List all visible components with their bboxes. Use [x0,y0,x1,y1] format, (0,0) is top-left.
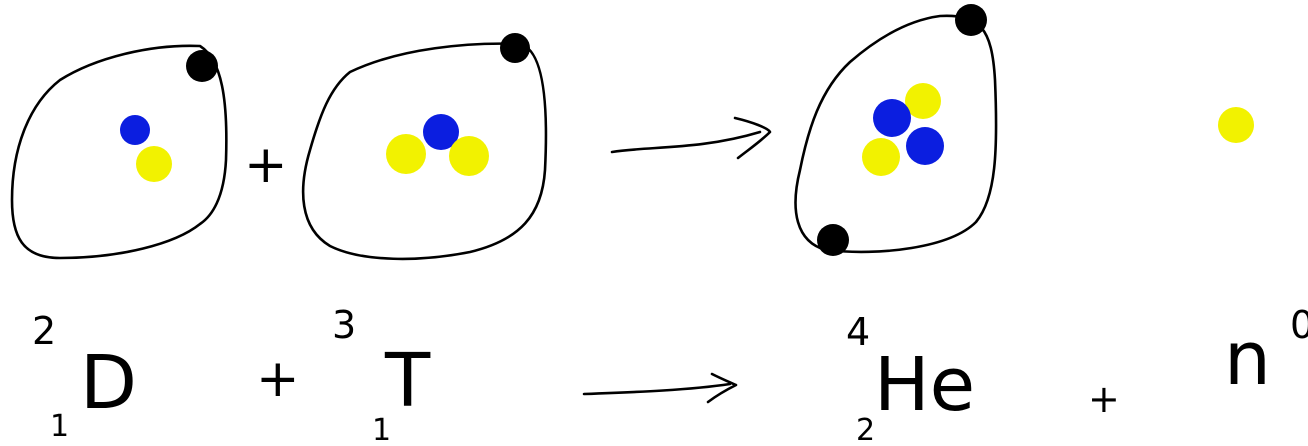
tritium-symbol: T [384,338,431,424]
deuterium-electron [186,50,218,82]
deuterium-proton [120,115,150,145]
deuterium-symbol: D [80,340,137,426]
helium-neutron-bottom [862,138,900,176]
deuterium-mass-number: 2 [32,309,56,353]
deuterium-atom [12,46,226,258]
tritium-neutron-left [386,134,426,174]
helium-mass-number: 4 [846,310,870,354]
tritium-neutron-right [449,136,489,176]
equation-plus-1: + [256,349,300,409]
equation-arrow-shaft [584,384,730,394]
helium-electron-top [955,4,987,36]
helium-proton-top [873,99,911,137]
helium-symbol: He [874,342,975,428]
top-arrow [612,118,770,158]
equation-plus-2: + [1088,377,1120,421]
tritium-electron [500,33,530,63]
helium-atom [796,4,997,256]
helium-electron-bottom [817,224,849,256]
equation-arrow [584,374,736,402]
equation-arrow-head [708,374,736,402]
free-neutron [1218,107,1254,143]
deuterium-neutron [136,146,172,182]
top-plus-sign: + [244,135,288,195]
top-arrow-shaft [612,132,760,152]
equation: 2 1 D + 3 1 T 4 2 He + n 0 [32,303,1308,446]
helium-atomic-number: 2 [856,413,875,446]
neutron-symbol: n [1224,316,1271,402]
deuterium-atomic-number: 1 [50,409,69,444]
neutron-mass-number: 0 [1290,303,1308,347]
tritium-mass-number: 3 [332,303,356,347]
helium-proton-bottom [906,127,944,165]
tritium-atom [303,33,546,259]
